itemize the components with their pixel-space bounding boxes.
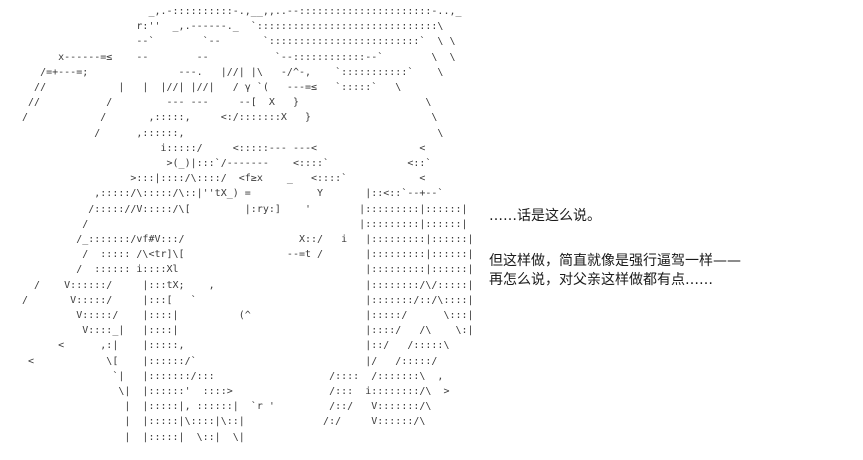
dialogue-line-2: 但这样做，简直就像是强行逼驾一样—— — [489, 253, 741, 269]
dialogue-line-1: ……话是这么说。 — [489, 208, 601, 224]
dialogue-block: ……话是这么说。 但这样做，简直就像是强行逼驾一样—— 再怎么说，对父亲这样做都… — [489, 207, 741, 290]
dialogue-line-3: 再怎么说，对父亲这样做都有点…… — [489, 272, 713, 288]
ascii-art-figure: _,.-::::::::::-.,__,,..--:::::::::::::::… — [22, 6, 474, 443]
